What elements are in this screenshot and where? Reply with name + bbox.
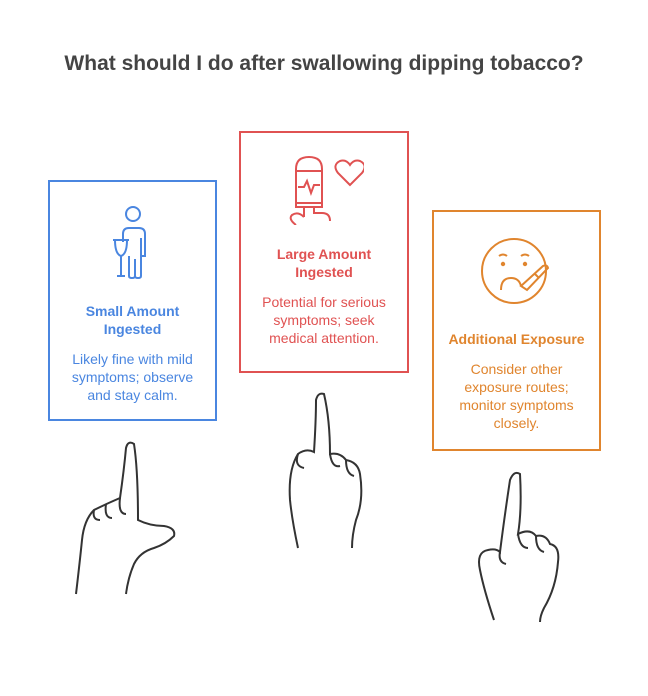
card-description: Potential for serious symptoms; seek med…	[262, 294, 386, 346]
card-heading: Additional Exposure	[448, 331, 585, 347]
pointing-hand-icon	[75, 441, 176, 595]
card-description: Consider other exposure routes; monitor …	[459, 361, 574, 431]
iv-bag-heart-icon	[289, 155, 364, 225]
card-heading: Small Amount Ingested	[85, 303, 180, 337]
card-large-amount: Large Amount Ingested Potential for seri…	[239, 131, 409, 373]
card-description: Likely fine with mild symptoms; observe …	[71, 351, 194, 403]
card-additional-exposure: Additional Exposure Consider other expos…	[432, 210, 601, 451]
pointing-hand-icon	[288, 392, 363, 549]
sick-face-thermometer-icon	[480, 238, 549, 304]
card-heading: Large Amount Ingested	[276, 246, 372, 280]
card-small-amount: Small Amount Ingested Likely fine with m…	[48, 180, 217, 421]
page-title: What should I do after swallowing dippin…	[64, 52, 584, 75]
pointing-hand-icon	[478, 471, 560, 623]
person-with-crutch-icon	[112, 206, 146, 280]
